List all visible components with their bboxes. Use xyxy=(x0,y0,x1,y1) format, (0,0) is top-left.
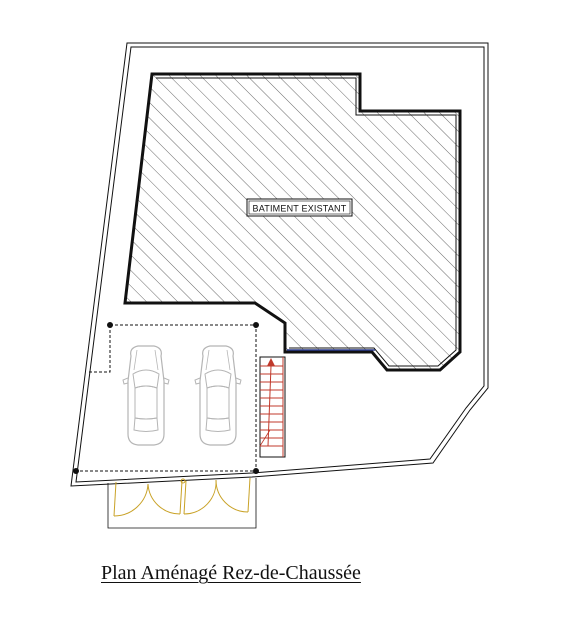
building-label: BATIMENT EXISTANT xyxy=(253,204,347,214)
plan-caption: Plan Aménagé Rez-de-Chaussée xyxy=(101,562,361,584)
garage-doors xyxy=(107,477,257,529)
column-marker xyxy=(107,322,113,328)
car-icon xyxy=(194,345,242,446)
existing-building xyxy=(123,72,462,372)
property-boundary xyxy=(70,42,489,487)
car-icon xyxy=(122,345,170,446)
building-label-box: BATIMENT EXISTANT xyxy=(246,198,353,217)
parking-area xyxy=(73,322,259,474)
column-marker xyxy=(253,468,259,474)
stair-arrow-icon xyxy=(267,358,275,366)
staircase xyxy=(259,356,286,458)
column-marker xyxy=(253,322,259,328)
column-marker xyxy=(73,468,79,474)
